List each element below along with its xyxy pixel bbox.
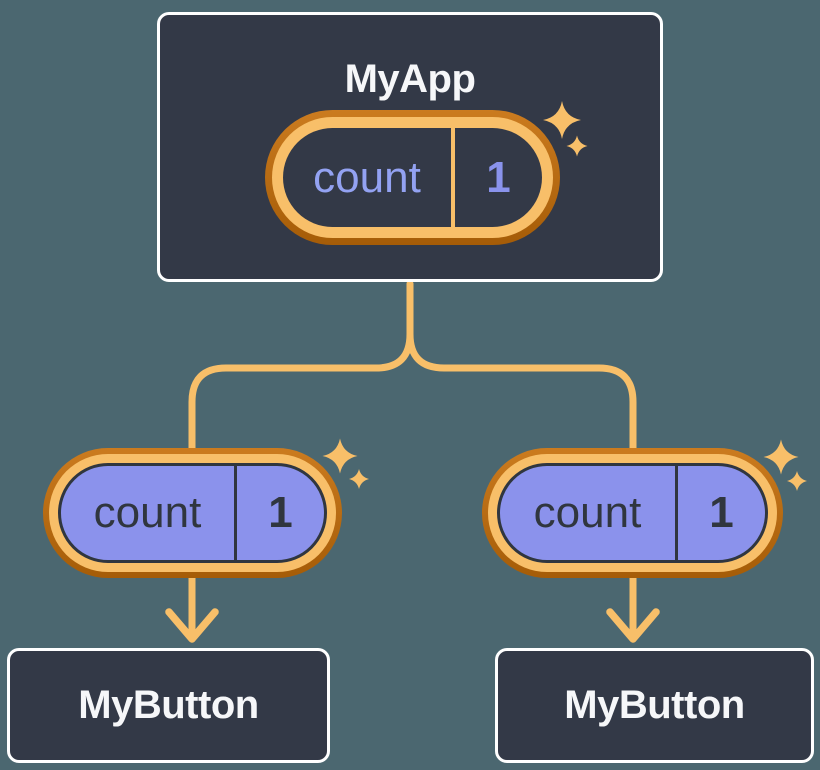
pill-divider: [451, 128, 455, 227]
pill-capsule: count 1: [497, 463, 768, 563]
component-title-mybutton-left: MyButton: [78, 683, 259, 727]
state-pill-myapp: count 1: [265, 110, 560, 245]
state-value-label: 1: [486, 152, 511, 202]
pill-ring-outer: count 1: [482, 448, 783, 578]
pill-ring-inner: count 1: [272, 117, 553, 238]
prop-name-label: count: [93, 488, 202, 537]
prop-pill-left: count 1: [43, 448, 342, 578]
component-title-myapp: MyApp: [344, 57, 476, 101]
arrowhead-icon-right: [606, 608, 660, 643]
arrowhead-icon-left: [165, 608, 219, 643]
state-name-label: count: [313, 152, 421, 202]
prop-value-label: 1: [268, 488, 293, 537]
sparkle-icon-left-small: [349, 469, 369, 489]
component-box-myapp: MyApp count 1: [157, 12, 663, 282]
component-title-mybutton-right: MyButton: [564, 683, 745, 727]
pill-ring-outer: count 1: [43, 448, 342, 578]
prop-name-label: count: [533, 488, 642, 537]
pill-capsule: count 1: [283, 128, 542, 227]
component-box-mybutton-right: MyButton: [495, 648, 814, 763]
pill-ring-inner: count 1: [49, 454, 336, 572]
prop-value-label: 1: [709, 488, 734, 537]
sparkle-icon-right-small: [787, 471, 807, 491]
prop-pill-right: count 1: [482, 448, 783, 578]
pill-ring-inner: count 1: [488, 454, 777, 572]
pill-ring-outer: count 1: [265, 110, 560, 245]
component-box-mybutton-left: MyButton: [7, 648, 330, 763]
pill-capsule: count 1: [58, 463, 327, 563]
pill-divider: [675, 466, 678, 560]
